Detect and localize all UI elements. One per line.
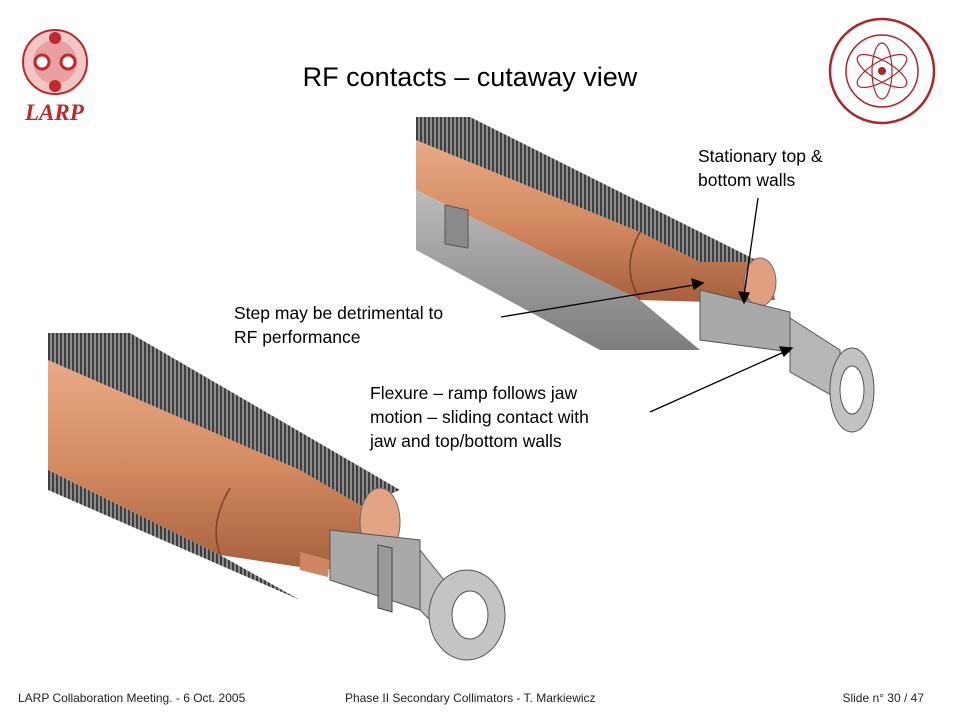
larp-logo-text: LARP	[25, 100, 84, 125]
callout-flexure: Flexure – ramp follows jaw motion – slid…	[370, 383, 589, 451]
footer-meeting: LARP Collaboration Meeting. - 6 Oct. 200…	[18, 691, 246, 705]
slac-seal-logo	[828, 17, 936, 125]
slide-title: RF contacts – cutaway view	[302, 62, 638, 92]
footer-talk-title: Phase II Secondary Collimators - T. Mark…	[345, 691, 596, 705]
footer-slide-number: Slide n° 30 / 47	[842, 691, 924, 705]
lower-collimator-drawing	[48, 333, 506, 661]
callout-arrows	[500, 197, 794, 413]
callout-step: Step may be detrimental to RF performanc…	[234, 303, 444, 347]
larp-logo	[22, 29, 88, 95]
upper-collimator-drawing	[416, 117, 875, 433]
callout-stationary-walls: Stationary top & bottom walls	[698, 146, 823, 190]
